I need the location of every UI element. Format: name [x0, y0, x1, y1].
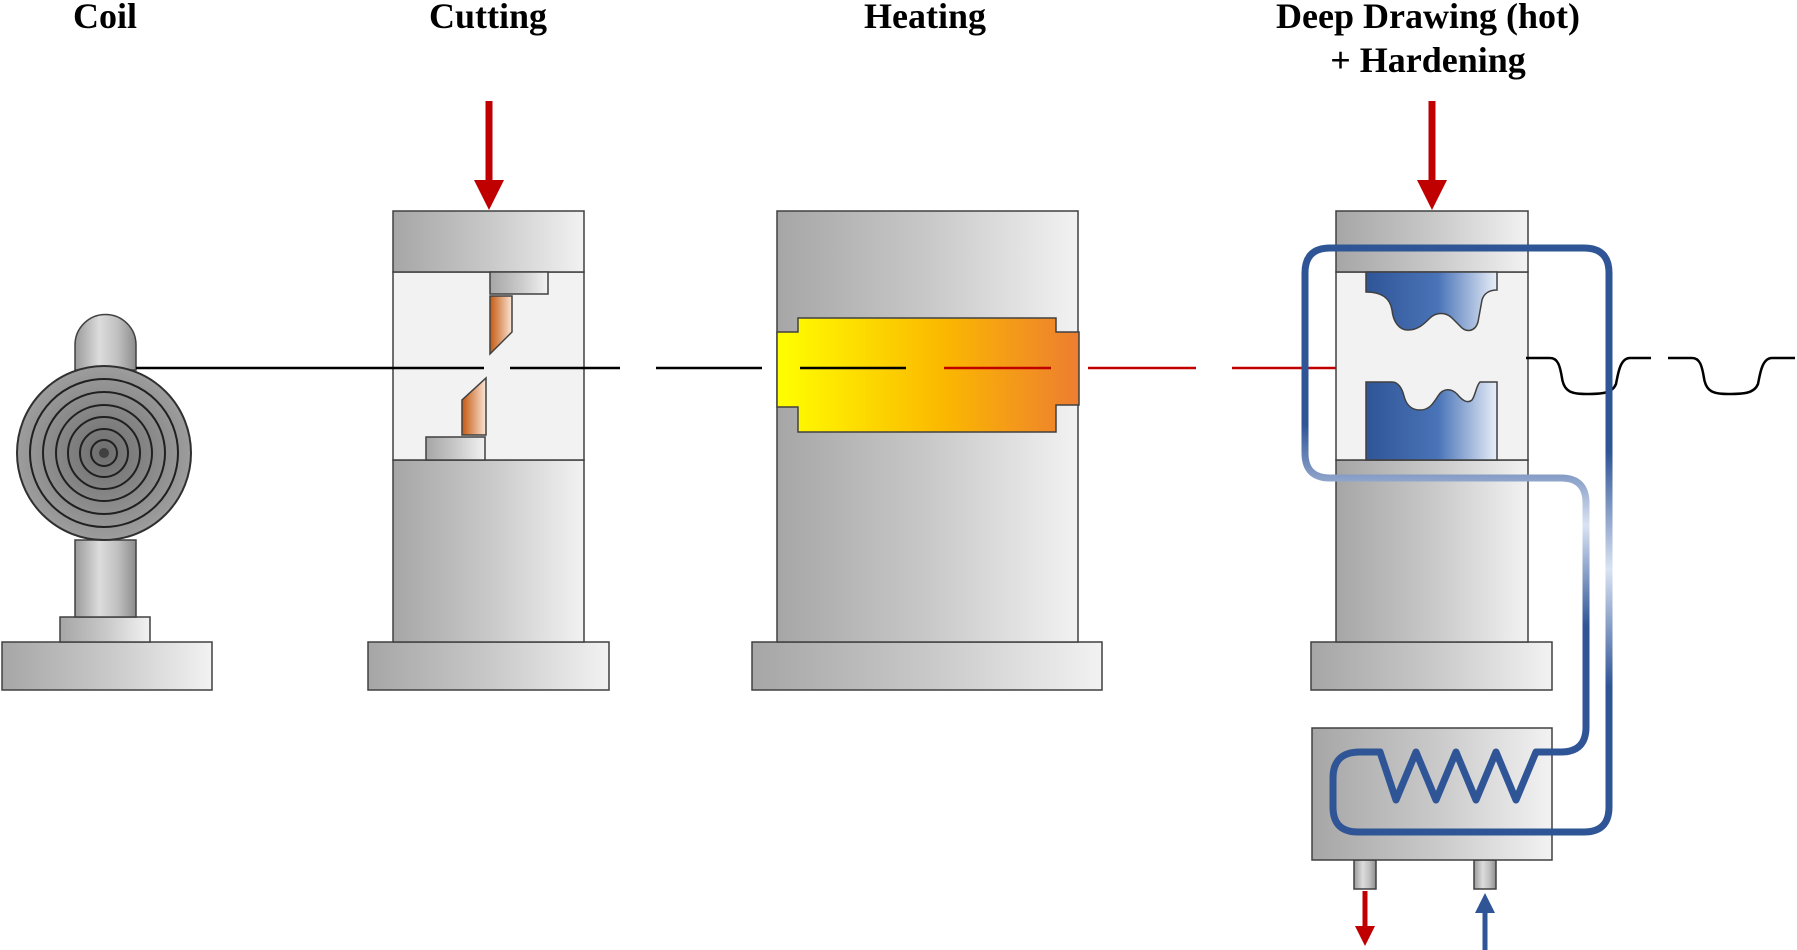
formed-parts	[1526, 356, 1795, 396]
furnace-icon	[751, 210, 1103, 691]
coil-base	[1, 641, 213, 691]
forming-force-arrow-icon	[1417, 101, 1447, 210]
cutting-force-arrow-icon	[474, 101, 504, 210]
cutting-press-lower-block	[392, 459, 585, 643]
press-icon	[367, 101, 610, 691]
stage-label-cutting: Cutting	[428, 0, 548, 36]
forming-press-base	[1310, 641, 1553, 691]
coil-station	[1, 313, 213, 691]
exchanger-outlet-stub	[1353, 859, 1377, 890]
coolant-coil	[1376, 748, 1565, 804]
stage-label-deep-drawing-line2: + Hardening	[1330, 40, 1526, 80]
stage-label-deep-drawing-line1: Deep Drawing (hot)	[1276, 0, 1580, 36]
forming-press-lower-block	[1335, 459, 1529, 643]
lower-forming-die	[1365, 381, 1498, 461]
cutting-press-base	[367, 641, 610, 691]
furnace-base	[751, 641, 1103, 691]
coolant-in-arrow-icon	[1475, 893, 1495, 950]
coil-post	[74, 539, 137, 618]
stage-label-deep-drawing: Deep Drawing (hot) + Hardening	[1228, 0, 1628, 82]
coolant-loop	[1301, 244, 1613, 836]
coolant-pipe-outer	[1326, 244, 1613, 836]
stage-label-heating: Heating	[864, 0, 986, 36]
coil-cap	[74, 313, 137, 371]
coolant-pipe-outer-top	[1301, 244, 1590, 756]
formed-part	[1526, 356, 1651, 396]
upper-cutting-blade	[489, 295, 513, 356]
cutting-press-chamber	[392, 271, 585, 461]
coil-base-step	[59, 616, 151, 643]
coolant-out-arrow-icon	[1355, 891, 1375, 946]
lower-cutting-blade	[461, 376, 487, 436]
furnace-heating-zone	[776, 317, 1080, 433]
steel-coil-icon	[16, 365, 192, 541]
stage-label-coil: Coil	[72, 0, 137, 36]
press-icon	[1310, 101, 1553, 691]
cutting-press-upper-block	[392, 210, 585, 273]
exchanger-inlet-stub	[1473, 859, 1497, 890]
formed-part	[1668, 356, 1795, 396]
forming-press-upper-block	[1335, 210, 1529, 273]
upper-forming-die	[1365, 271, 1498, 332]
lower-blade-holder	[425, 436, 486, 461]
upper-blade-holder	[489, 271, 549, 295]
